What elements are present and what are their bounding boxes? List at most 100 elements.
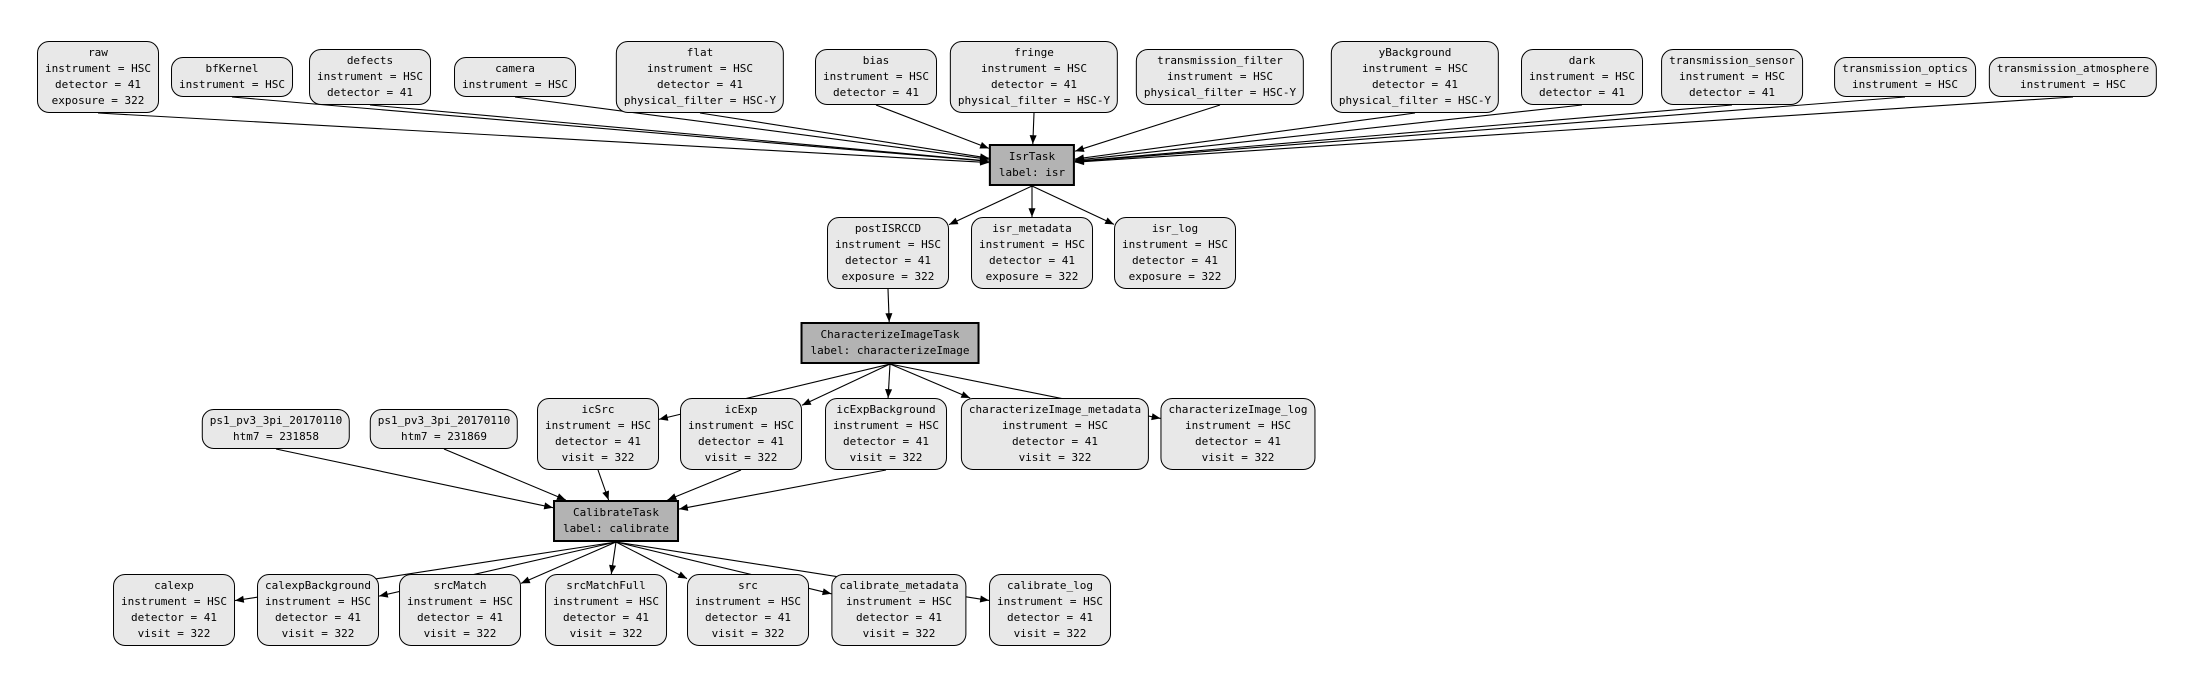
node-attr: detector = 41 (274, 611, 362, 624)
node-attr: exposure = 322 (51, 94, 145, 107)
node-flat: flat instrument = HSC detector = 41 physica… (615, 41, 785, 113)
node-title: IsrTask (1008, 150, 1056, 163)
node-attr: instrument = HSC (1852, 78, 1958, 91)
node-attr: detector = 41 (990, 78, 1078, 91)
node-attr: visit = 322 (423, 627, 497, 640)
node-attr: detector = 41 (656, 78, 744, 91)
node-title: defects (346, 54, 394, 67)
node-attr: detector = 41 (1688, 86, 1776, 99)
node-attr: instrument = HSC (695, 595, 801, 608)
node-attr: visit = 322 (137, 627, 211, 640)
node-title: transmission_optics (1842, 62, 1968, 75)
node-attr: detector = 41 (130, 611, 218, 624)
edge-flat-to-IsrTask (699, 112, 989, 161)
node-attr: visit = 322 (569, 627, 643, 640)
node-transmission_optics: transmission_optics instrument = HSC (1834, 57, 1976, 97)
node-title: transmission_filter (1157, 54, 1283, 67)
edge-icExpBackground-to-CalibrateTask (678, 469, 887, 511)
node-attr: instrument = HSC (997, 595, 1103, 608)
node-attr: physical_filter = HSC-Y (623, 94, 777, 107)
node-title: ps1_pv3_3pi_20170110 (377, 414, 511, 427)
node-attr: detector = 41 (844, 254, 932, 267)
node-attr: detector = 41 (1371, 78, 1459, 91)
node-title: src (738, 579, 758, 592)
node-icExpBackground: icExpBackground instrument = HSC detector … (825, 398, 947, 470)
node-attr: label: isr (998, 166, 1066, 179)
node-title: camera (495, 62, 535, 75)
edge-fringe-to-IsrTask (1029, 112, 1037, 145)
node-title: bias (862, 54, 890, 67)
node-attr: instrument = HSC (2020, 78, 2126, 91)
edge-IsrTask-to-isr_log (1031, 185, 1115, 225)
node-attr: instrument = HSC (407, 595, 513, 608)
node-attr: instrument = HSC (833, 419, 939, 432)
node-attr: detector = 41 (562, 611, 650, 624)
node-title: transmission_sensor (1669, 54, 1795, 67)
node-attr: exposure = 322 (985, 270, 1079, 283)
node-title: ps1_pv3_3pi_20170110 (209, 414, 343, 427)
node-ps1_b: ps1_pv3_3pi_20170110 htm7 = 231869 (369, 409, 519, 449)
edge-bias-to-IsrTask (875, 104, 990, 149)
node-attr: label: calibrate (563, 522, 669, 535)
edge-CalibrateTask-to-srcMatchFull (609, 541, 617, 575)
edge-camera-to-IsrTask (514, 96, 989, 162)
node-IsrTask: IsrTask label: isr (988, 144, 1076, 186)
node-title: calibrate_log (1006, 579, 1094, 592)
node-title: raw (88, 46, 108, 59)
node-attr: instrument = HSC (1185, 419, 1291, 432)
node-attr: detector = 41 (326, 86, 414, 99)
edge-postISRCCD-to-CharacterizeImageTask (885, 288, 893, 323)
edge-CharacterizeImageTask-to-icExpBackground (885, 363, 893, 399)
node-title: isr_metadata (992, 222, 1072, 235)
node-attr: instrument = HSC (462, 78, 568, 91)
edge-icExp-to-CalibrateTask (667, 469, 742, 501)
node-attr: physical_filter = HSC-Y (1143, 86, 1297, 99)
node-attr: instrument = HSC (688, 419, 794, 432)
node-title: flat (686, 46, 714, 59)
node-attr: detector = 41 (832, 86, 920, 99)
node-attr: exposure = 322 (1128, 270, 1222, 283)
node-attr: instrument = HSC (1362, 62, 1468, 75)
node-attr: instrument = HSC (647, 62, 753, 75)
node-title: characterizeImage_log (1168, 403, 1308, 416)
node-title: dark (1568, 54, 1596, 67)
edge-ps1_b-to-CalibrateTask (443, 448, 567, 501)
node-attr: instrument = HSC (1529, 70, 1635, 83)
node-attr: label: characterizeImage (810, 344, 970, 357)
node-attr: instrument = HSC (979, 238, 1085, 251)
node-attr: instrument = HSC (835, 238, 941, 251)
edge-transmission_sensor-to-IsrTask (1075, 104, 1733, 165)
node-attr: instrument = HSC (1679, 70, 1785, 83)
node-attr: detector = 41 (1194, 435, 1282, 448)
edge-raw-to-IsrTask (97, 112, 989, 166)
node-attr: detector = 41 (697, 435, 785, 448)
node-attr: instrument = HSC (179, 78, 285, 91)
edge-IsrTask-to-postISRCCD (948, 185, 1033, 226)
node-characterizeImage_log: characterizeImage_log instrument = HSC det… (1160, 398, 1316, 470)
edge-CharacterizeImageTask-to-icExp (801, 363, 891, 406)
node-attr: detector = 41 (554, 435, 642, 448)
node-attr: detector = 41 (842, 435, 930, 448)
node-attr: instrument = HSC (1167, 70, 1273, 83)
node-attr: visit = 322 (561, 451, 635, 464)
node-title: icExpBackground (836, 403, 936, 416)
edge-ps1_a-to-CalibrateTask (275, 448, 554, 510)
node-attr: detector = 41 (1538, 86, 1626, 99)
node-attr: htm7 = 231869 (400, 430, 488, 443)
node-attr: instrument = HSC (121, 595, 227, 608)
node-attr: instrument = HSC (846, 595, 952, 608)
